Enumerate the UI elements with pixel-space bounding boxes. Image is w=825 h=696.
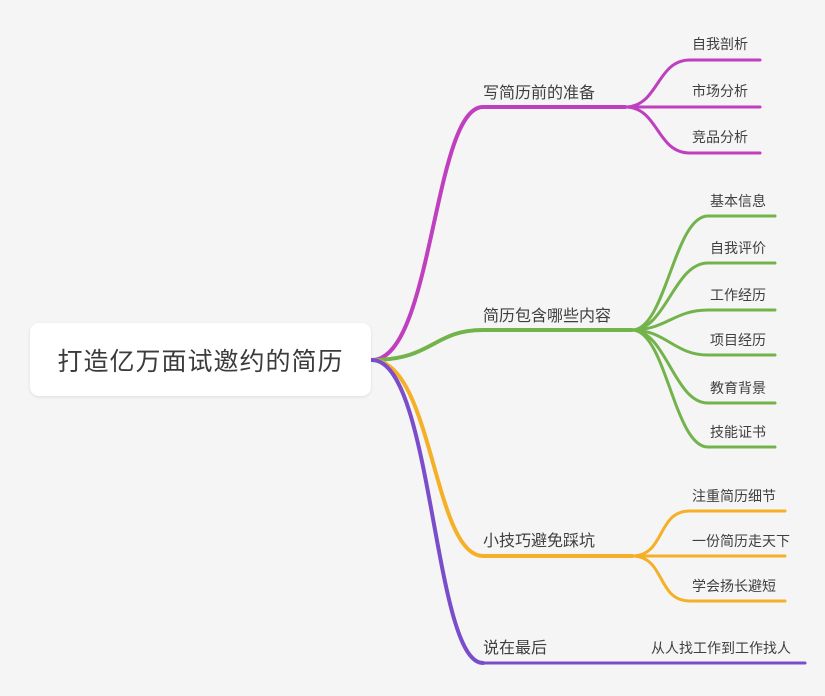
- leaf-node-2-0[interactable]: 注重简历细节: [692, 489, 776, 503]
- mindmap-connector: [630, 214, 777, 332]
- leaf-node-1-1[interactable]: 自我评价: [710, 241, 766, 255]
- leaf-node-2-0-label: 注重简历细节: [692, 488, 776, 504]
- leaf-node-1-0[interactable]: 基本信息: [710, 194, 766, 208]
- leaf-node-3-0-label: 从人找工作到工作找人: [651, 640, 791, 656]
- leaf-node-1-2-label: 工作经历: [710, 287, 766, 303]
- leaf-node-1-4[interactable]: 教育背景: [710, 381, 766, 395]
- leaf-node-1-1-label: 自我评价: [710, 240, 766, 256]
- mindmap-connector: [370, 358, 485, 665]
- leaf-node-3-0[interactable]: 从人找工作到工作找人: [651, 641, 791, 655]
- leaf-node-1-5[interactable]: 技能证书: [710, 425, 766, 439]
- leaf-node-1-4-label: 教育背景: [710, 380, 766, 396]
- mindmap-connector: [370, 328, 634, 362]
- branch-node-1[interactable]: 简历包含哪些内容: [483, 309, 611, 325]
- branch-node-3[interactable]: 说在最后: [483, 641, 547, 657]
- leaf-node-1-5-label: 技能证书: [710, 424, 766, 440]
- root-node[interactable]: 打造亿万面试邀约的简历: [30, 323, 371, 396]
- leaf-node-0-1[interactable]: 市场分析: [692, 84, 748, 98]
- leaf-node-2-1[interactable]: 一份简历走天下: [692, 534, 790, 548]
- branch-node-0[interactable]: 写简历前的准备: [483, 86, 595, 102]
- branch-node-2[interactable]: 小技巧避免踩坑: [483, 534, 595, 550]
- leaf-node-1-2[interactable]: 工作经历: [710, 288, 766, 302]
- branch-node-1-label: 简历包含哪些内容: [483, 308, 612, 325]
- leaf-node-0-1-label: 市场分析: [692, 83, 748, 99]
- branch-node-3-label: 说在最后: [483, 640, 548, 657]
- branch-node-2-label: 小技巧避免踩坑: [483, 533, 596, 550]
- leaf-node-2-2-label: 学会扬长避短: [692, 578, 776, 594]
- branch-node-0-label: 写简历前的准备: [483, 85, 596, 102]
- root-node-label: 打造亿万面试邀约的简历: [57, 347, 344, 376]
- mindmap-connector: [630, 308, 777, 332]
- leaf-node-0-2-label: 竞品分析: [692, 129, 748, 145]
- leaf-node-2-1-label: 一份简历走天下: [692, 533, 790, 549]
- leaf-node-0-0-label: 自我剖析: [692, 36, 748, 52]
- leaf-node-2-2[interactable]: 学会扬长避短: [692, 579, 776, 593]
- leaf-node-0-0[interactable]: 自我剖析: [692, 37, 748, 51]
- leaf-node-1-3-label: 项目经历: [710, 332, 766, 348]
- leaf-node-0-2[interactable]: 竞品分析: [692, 130, 748, 144]
- mindmap-connector: [370, 358, 634, 558]
- leaf-node-1-0-label: 基本信息: [710, 193, 766, 209]
- leaf-node-1-3[interactable]: 项目经历: [710, 333, 766, 347]
